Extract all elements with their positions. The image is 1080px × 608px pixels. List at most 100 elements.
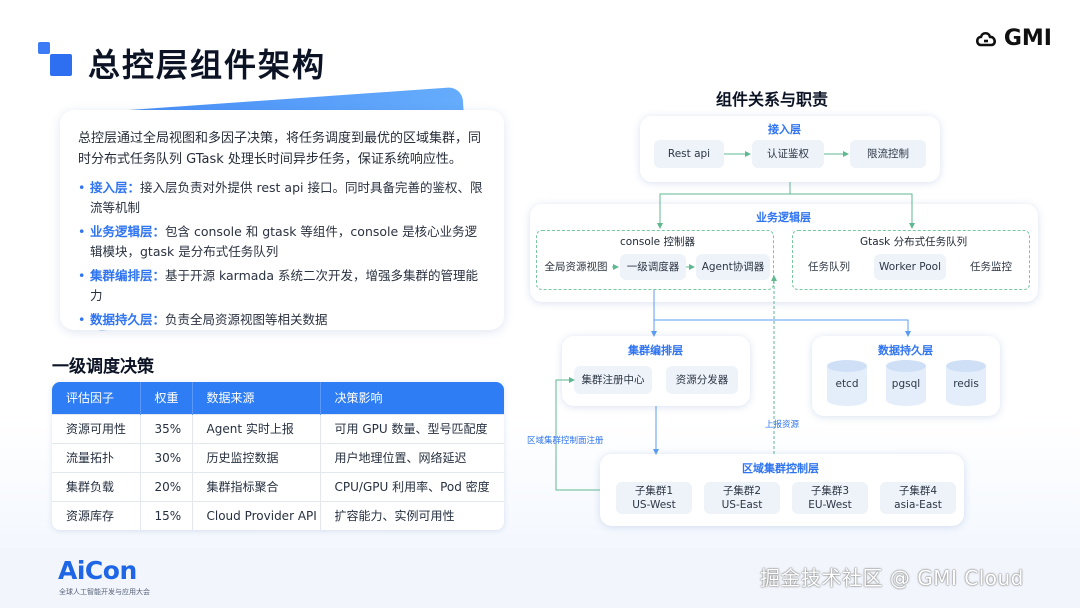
column-header: 评估因子 xyxy=(52,382,141,414)
table-cell: 可用 GPU 数量、型号匹配度 xyxy=(320,413,504,443)
table-cell: 资源可用性 xyxy=(52,413,141,443)
intro-text: 总控层通过全局视图和多因子决策，将任务调度到最优的区域集群，同时分布式任务队列 … xyxy=(78,131,482,167)
rate-limit-node: 限流控制 xyxy=(850,140,926,168)
bullet-label: 业务逻辑层： xyxy=(90,224,166,239)
table-header-row: 评估因子 权重 数据来源 决策影响 xyxy=(52,382,504,414)
aicon-subtitle: 全球人工智能开发与应用大会 xyxy=(59,588,150,596)
subcluster-name: 子集群3 xyxy=(810,485,850,497)
regional-layer-label: 区域集群控制层 xyxy=(742,462,819,475)
bullet-text: 负责全局资源视图等相关数据 xyxy=(165,312,328,327)
table-cell: 30% xyxy=(140,442,193,472)
watermark: 掘金技术社区 @ GMI Cloud xyxy=(760,566,1024,590)
cloud-logo-icon xyxy=(975,31,996,46)
title-mark-icon xyxy=(38,42,72,76)
edge-label-report: 上报资源 xyxy=(765,420,800,430)
bullet-dot-icon: • xyxy=(78,268,86,283)
diagram-title: 组件关系与职责 xyxy=(716,90,829,109)
footer-band xyxy=(0,548,1080,608)
table-cell: 集群指标聚合 xyxy=(192,471,321,501)
redis-database-icon xyxy=(946,360,986,406)
cluster-registry-node: 集群注册中心 xyxy=(574,366,652,394)
access-layer-panel: 接入层 Rest api 认证鉴权 限流控制 xyxy=(640,116,940,182)
worker-pool-node: Worker Pool xyxy=(874,254,946,280)
scheduler-node: 一级调度器 xyxy=(620,254,686,280)
subcluster-region: EU-West xyxy=(808,499,852,511)
decision-title: 一级调度决策 xyxy=(52,357,154,377)
table-cell: 35% xyxy=(140,413,193,443)
table-cell: 历史监控数据 xyxy=(192,442,321,472)
bullet-item: •数据持久层：负责全局资源视图等相关数据 xyxy=(78,310,486,330)
pgsql-label: pgsql xyxy=(891,378,921,390)
task-queue-node: 任务队列 xyxy=(796,254,862,280)
table-cell: 集群负载 xyxy=(52,471,141,501)
bullet-list: • 接入层：接入层负责对外提供 rest api 接口。同时具备完善的鉴权、限流等… xyxy=(78,178,486,330)
table-cell: CPU/GPU 利用率、Pod 密度 xyxy=(320,471,504,501)
table-cell: 资源库存 xyxy=(52,500,141,530)
bullet-item: • 集群编排层：基于开源 karmada 系统二次开发，增强多集群的管理能力 xyxy=(78,266,486,306)
subcluster-name: 子集群2 xyxy=(722,485,762,497)
table-cell: 20% xyxy=(140,471,193,501)
gmi-logo: GMI xyxy=(974,26,1052,51)
console-group xyxy=(536,230,774,290)
table-cell: Agent 实时上报 xyxy=(192,413,321,443)
table-cell: 扩容能力、实例可用性 xyxy=(320,500,504,530)
subcluster-region: US-East xyxy=(721,499,763,511)
subcluster-name: 子集群4 xyxy=(898,485,938,497)
column-header: 决策影响 xyxy=(320,382,504,414)
table-cell: Cloud Provider API xyxy=(192,500,321,530)
auth-node: 认证鉴权 xyxy=(752,140,824,168)
bullet-dot-icon: • xyxy=(78,224,86,239)
task-monitor-node: 任务监控 xyxy=(958,254,1024,280)
etcd-database-icon xyxy=(827,360,867,406)
etcd-label: etcd xyxy=(835,378,859,390)
access-layer-label: 接入层 xyxy=(768,123,801,136)
gmi-logo-text: GMI xyxy=(1003,26,1052,51)
aicon-logo: AiCon xyxy=(58,556,137,585)
orchestration-layer-panel: 集群编排层 集群注册中心 资源分发器 xyxy=(562,336,750,406)
bullet-label: 接入层： xyxy=(90,180,141,195)
resource-dispatcher-node: 资源分发器 xyxy=(666,366,738,394)
bullet-text: 基于开源 karmada 系统二次开发，增强多集群的管理能力 xyxy=(90,268,478,303)
column-header: 权重 xyxy=(140,382,193,414)
subcluster-4-node: 子集群4 asia-East xyxy=(880,482,956,514)
console-label: console 控制器 xyxy=(620,236,695,248)
rest-api-node: Rest api xyxy=(654,140,724,168)
page-title: 总控层组件架构 xyxy=(88,46,327,84)
subcluster-name: 子集群1 xyxy=(634,485,674,497)
logic-layer-label: 业务逻辑层 xyxy=(756,211,811,224)
bullet-label: 数据持久层： xyxy=(90,312,166,327)
logic-layer-panel: 业务逻辑层 console 控制器 全局资源视图 一级调度器 Agent协调器 … xyxy=(530,204,1038,302)
gtask-label: Gtask 分布式任务队列 xyxy=(860,236,968,248)
persistence-layer-label: 数据持久层 xyxy=(878,344,933,357)
bullet-dot-icon: • xyxy=(78,180,86,195)
subcluster-region: US-West xyxy=(632,499,676,511)
bullet-label: 集群编排层： xyxy=(90,268,166,283)
gtask-group xyxy=(792,230,1030,290)
global-view-node: 全局资源视图 xyxy=(540,254,612,280)
table-cell: 用户地理位置、网络延迟 xyxy=(320,442,504,472)
subcluster-region: asia-East xyxy=(894,499,942,511)
edge-label-register: 区域集群控制面注册 xyxy=(527,436,604,446)
agent-coordinator-node: Agent协调器 xyxy=(696,254,770,280)
orchestration-layer-label: 集群编排层 xyxy=(628,344,683,357)
table-cell: 15% xyxy=(140,500,193,530)
table-cell: 流量拓扑 xyxy=(52,442,141,472)
redis-label: redis xyxy=(953,378,979,390)
bullet-item: • 业务逻辑层：包含 console 和 gtask 等组件，console 是核… xyxy=(78,222,486,262)
bullet-text: 接入层负责对外提供 rest api 接口。同时具备完善的鉴权、限流等机制 xyxy=(90,180,483,215)
column-header: 数据来源 xyxy=(192,382,321,414)
pgsql-database-icon xyxy=(886,360,926,406)
bullet-text: 包含 console 和 gtask 等组件，console 是核心业务逻辑模块… xyxy=(90,224,478,259)
intro-card: 总控层通过全局视图和多因子决策，将任务调度到最优的区域集群，同时分布式任务队列 … xyxy=(60,110,504,330)
bullet-item: • 接入层：接入层负责对外提供 rest api 接口。同时具备完善的鉴权、限流等… xyxy=(78,178,486,218)
